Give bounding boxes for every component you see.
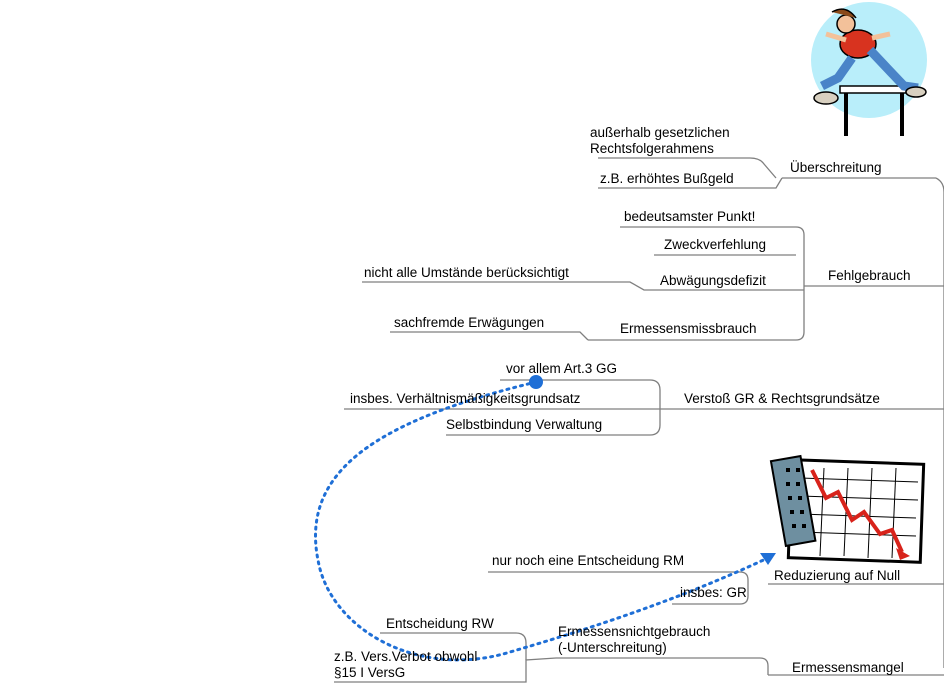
hurdle-runner-icon xyxy=(811,2,927,136)
node-nicht-alle-umstaende: nicht alle Umstände berücksichtigt xyxy=(364,265,569,280)
node-reduzierung-auf-null: Reduzierung auf Null xyxy=(774,568,901,583)
falling-chart-icon xyxy=(769,454,926,564)
node-vor-allem-art3: vor allem Art.3 GG xyxy=(506,361,618,376)
node-bedeutsamster-punkt: bedeutsamster Punkt! xyxy=(624,209,756,224)
node-zweckverfehlung: Zweckverfehlung xyxy=(664,237,767,252)
node-ermessensnichtgebrauch: Ermessensnichtgebrauch (-Unterschreitung… xyxy=(558,624,711,655)
node-nur-noch-eine-entscheidung: nur noch eine Entscheidung RM xyxy=(492,553,685,568)
node-ermessensmangel: Ermessensmangel xyxy=(792,660,904,675)
node-fehlgebrauch: Fehlgebrauch xyxy=(828,268,911,283)
node-insbes-gr: insbes: GR xyxy=(680,585,747,600)
connector-lines xyxy=(334,157,944,683)
node-entscheidung-rw: Entscheidung RW xyxy=(386,616,494,631)
node-erhoehtes-bussgeld: z.B. erhöhtes Bußgeld xyxy=(600,171,734,186)
node-vers-verbot: z.B. Vers.Verbot obwohl §15 I VersG xyxy=(334,649,478,680)
node-ausserhalb-rechtsfolgerahmen: außerhalb gesetzlichen Rechtsfolgerahmen… xyxy=(590,125,730,156)
node-ermessensmissbrauch: Ermessensmissbrauch xyxy=(620,321,757,336)
arrow-head xyxy=(760,553,776,565)
node-verhaeltnismaessigkeit: insbes. Verhältnismäßigkeitsgrundsatz xyxy=(350,391,581,406)
node-selbstbindung: Selbstbindung Verwaltung xyxy=(446,417,603,432)
node-abwaegungsdefizit: Abwägungsdefizit xyxy=(660,273,766,288)
node-sachfremde-erwaegungen: sachfremde Erwägungen xyxy=(394,315,545,330)
node-verstoss-gr: Verstoß GR & Rechtsgrundsätze xyxy=(684,391,880,406)
dotted-arrow xyxy=(314,375,776,662)
node-ueberschreitung: Überschreitung xyxy=(790,160,882,175)
arrow-start-dot xyxy=(529,375,543,389)
